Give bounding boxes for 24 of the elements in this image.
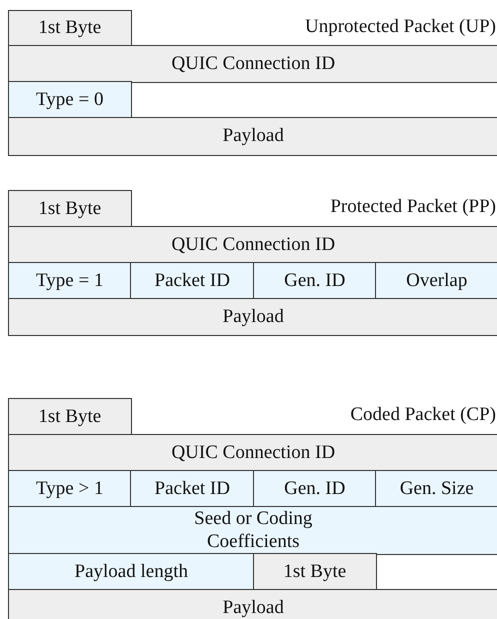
field-cell: Seed or Coding Coefficients [8,506,497,554]
field-cell: Type > 1 [8,470,132,508]
field-cell: Payload [8,117,497,156]
field-cell: 1st Byte [8,10,132,46]
field-cell: 1st Byte [253,553,376,590]
field-cell: Payload length [8,553,254,590]
field-cell: Payload [8,589,497,619]
field-cell: 1st Byte [8,398,132,436]
field-cell: Gen. ID [253,470,376,508]
field-cell: QUIC Connection ID [8,45,497,82]
packet-title: Protected Packet (PP) [330,196,496,218]
packet-title: Coded Packet (CP) [350,404,496,426]
field-cell: 1st Byte [8,190,132,228]
field-cell: QUIC Connection ID [8,434,497,472]
field-cell: Gen. Size [375,470,497,508]
field-cell: Type = 0 [8,81,132,118]
field-cell: QUIC Connection ID [8,226,497,264]
field-cell: Gen. ID [253,262,376,300]
field-cell: Overlap [375,262,497,300]
packet-title: Unprotected Packet (UP) [305,16,496,38]
field-cell: Type = 1 [8,262,132,300]
field-cell: Packet ID [130,262,254,300]
field-cell: Payload [8,298,497,336]
field-cell: Packet ID [130,470,254,508]
